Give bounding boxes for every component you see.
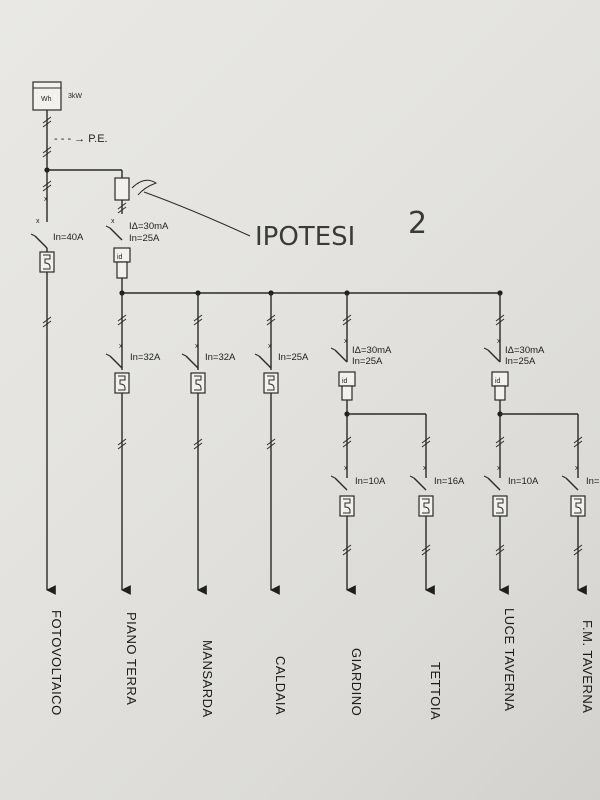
svg-text:x: x [423,465,427,472]
circuit-giardino: In=10A GIARDINO [330,475,386,716]
main-differential: x IΔ=30mA In=25A id [105,218,169,293]
svg-text:In=16A: In=16A [434,476,465,487]
svg-text:In=10A: In=10A [355,476,386,487]
circuit-label: CALDAIA [273,656,288,715]
svg-text:In=25A: In=25A [586,476,600,487]
svg-text:id: id [117,254,123,261]
annotation-number: 2 [408,206,427,241]
circuit-label: PIANO TERRA [124,612,139,705]
circuit-label: FOTOVOLTAICO [49,610,64,716]
annotation-text: IPOTESI [255,222,355,252]
svg-text:x: x [344,465,348,472]
svg-text:IΔ=30mA: IΔ=30mA [129,221,169,232]
breaker-rating: In=40A [53,232,84,243]
circuit-caldaia: x In=25A CALDAIA [254,293,309,715]
circuit-label: TETTOIA [428,662,443,720]
circuit-label: GIARDINO [349,648,364,716]
svg-text:In=25A: In=25A [278,352,309,363]
svg-text:In=25A: In=25A [352,356,383,367]
svg-text:IΔ=30mA: IΔ=30mA [505,345,545,356]
svg-text:IΔ=30mA: IΔ=30mA [352,345,392,356]
svg-text:x: x [195,343,199,350]
pe-label: - - - → P.E. [54,133,108,145]
svg-text:x: x [575,465,579,472]
differential-taverna: x IΔ=30mA In=25A id x [483,293,578,478]
svg-text:In=10A: In=10A [508,476,539,487]
svg-text:x: x [344,338,348,345]
svg-text:In=32A: In=32A [130,352,161,363]
svg-text:id: id [342,378,348,385]
svg-text:x: x [497,465,501,472]
circuit-piano-terra: x In=32A PIANO TERRA [105,293,161,705]
svg-text:id: id [495,378,501,385]
meter-power: 3kW [68,93,82,100]
svg-text:x: x [119,343,123,350]
circuit-label: MANSARDA [200,640,215,718]
circuit-mansarda: x In=32A MANSARDA [181,293,236,718]
svg-text:x: x [36,218,40,225]
svg-text:x: x [44,196,48,203]
circuit-tettoia: x In=16A TETTOIA [409,414,465,720]
circuit-label: F.M. TAVERNA [580,620,595,713]
svg-text:In=32A: In=32A [205,352,236,363]
svg-text:x: x [497,338,501,345]
circuit-fotovoltaico: x In=40A FOTOVOLTAICO [30,218,84,716]
main-protection-box [114,177,130,201]
svg-text:In=25A: In=25A [505,356,536,367]
svg-text:x: x [111,218,115,225]
svg-text:x: x [268,343,272,350]
differential-giardino: x IΔ=30mA In=25A id x [330,293,426,478]
circuit-luce-taverna: In=10A LUCE TAVERNA [483,475,539,712]
circuit-label: LUCE TAVERNA [502,608,517,712]
circuit-fm-taverna: x In=25A F.M. TAVERNA [561,414,600,713]
energy-meter: Wh [32,81,62,111]
svg-text:In=25A: In=25A [129,233,160,244]
meter-label: Wh [41,96,52,103]
